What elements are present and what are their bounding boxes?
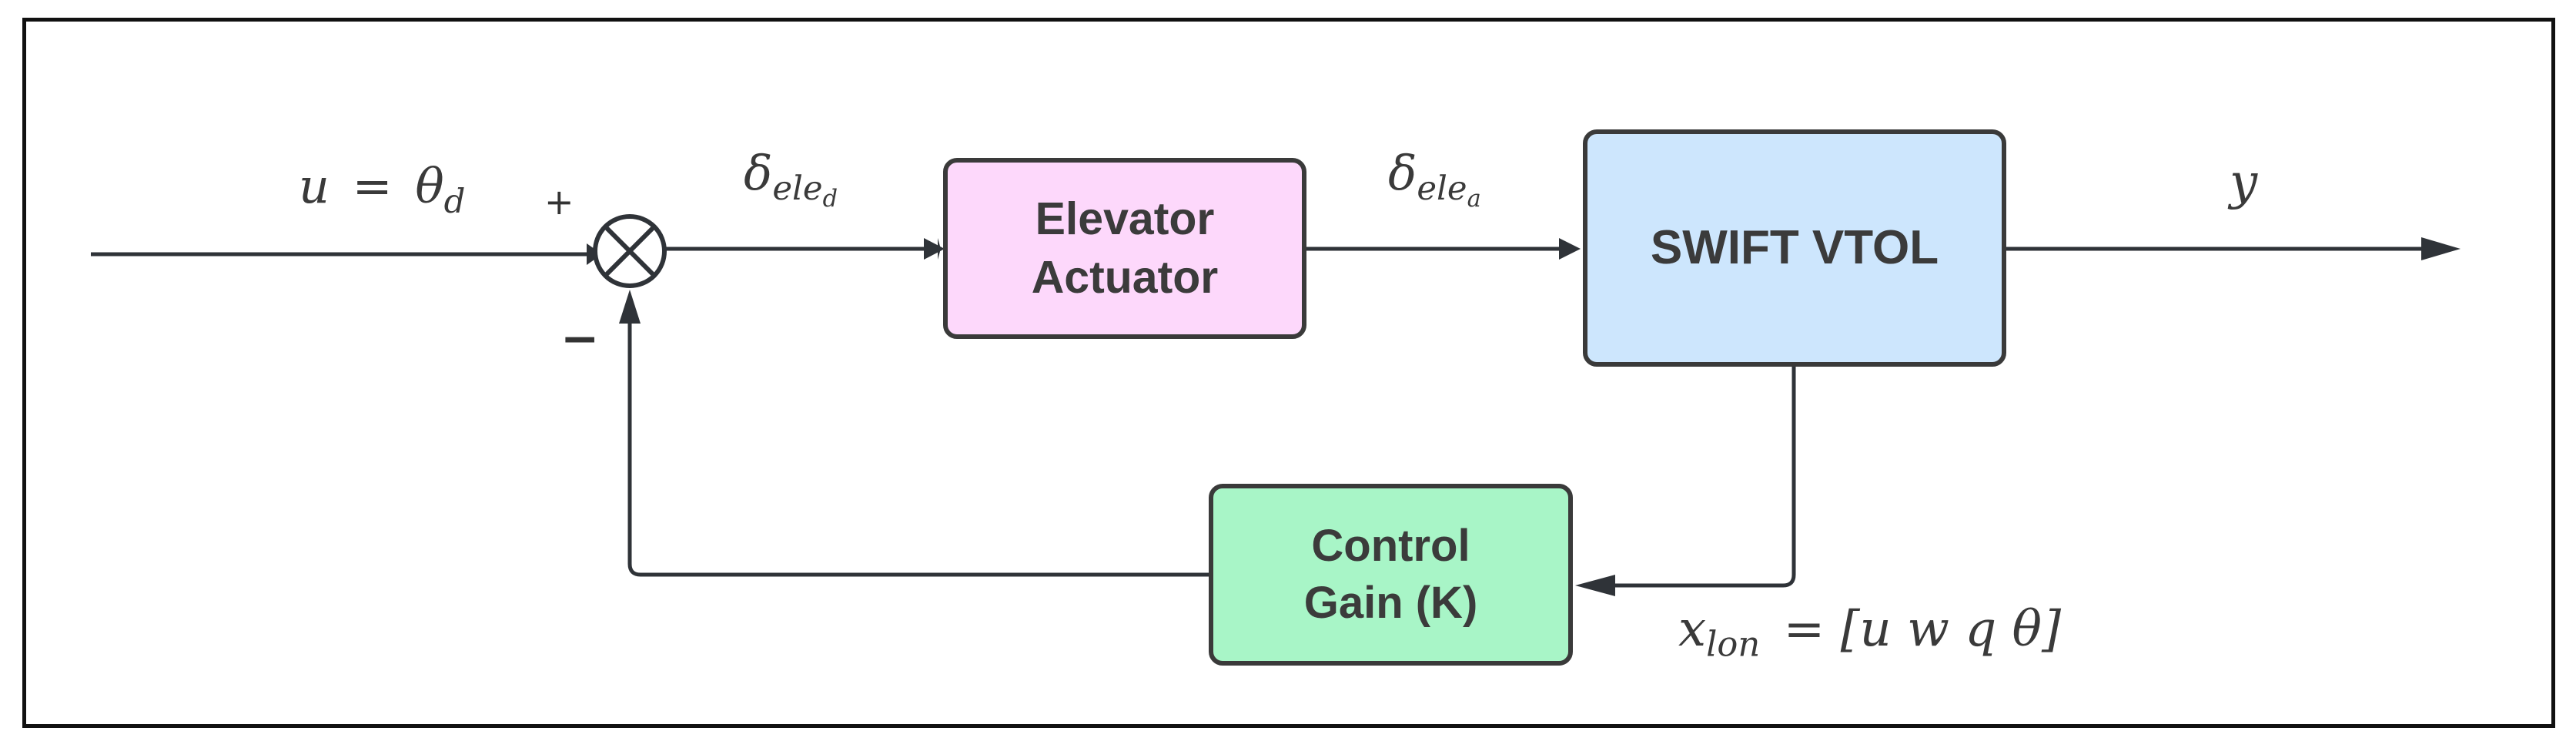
state-vector-label: xlon = [u w q θ] — [1678, 601, 2062, 665]
diagram-frame — [22, 18, 2555, 728]
actuator-label-line2: Actuator — [1031, 251, 1219, 303]
gain-input-arrowhead — [1575, 575, 1615, 596]
control-gain-block: Control Gain (K) — [1209, 484, 1573, 666]
actual-signal-label: δelea — [1388, 145, 1481, 213]
actuator-label-line1: Elevator — [1035, 193, 1215, 244]
minus-sign: − — [560, 312, 600, 366]
plus-sign: + — [544, 181, 574, 223]
gain-label-line2: Gain (K) — [1303, 578, 1478, 628]
commanded-signal-label: δeled — [744, 145, 838, 213]
input-signal-label: u = θd — [299, 158, 466, 222]
summing-junction — [593, 214, 667, 288]
elevator-actuator-block: Elevator Actuator — [943, 158, 1306, 339]
output-signal-label: y — [2230, 154, 2258, 211]
state-feedback-path — [1597, 365, 1796, 588]
gain-feedback-path — [627, 316, 1212, 577]
plant-label: SWIFT VTOL — [1650, 221, 1939, 275]
gain-label-line1: Control — [1311, 520, 1470, 571]
actual-arrowhead — [1559, 238, 1581, 260]
junction-feedback-arrowhead — [619, 290, 641, 324]
swift-vtol-block: SWIFT VTOL — [1583, 129, 2006, 367]
output-arrowhead — [2421, 237, 2461, 260]
